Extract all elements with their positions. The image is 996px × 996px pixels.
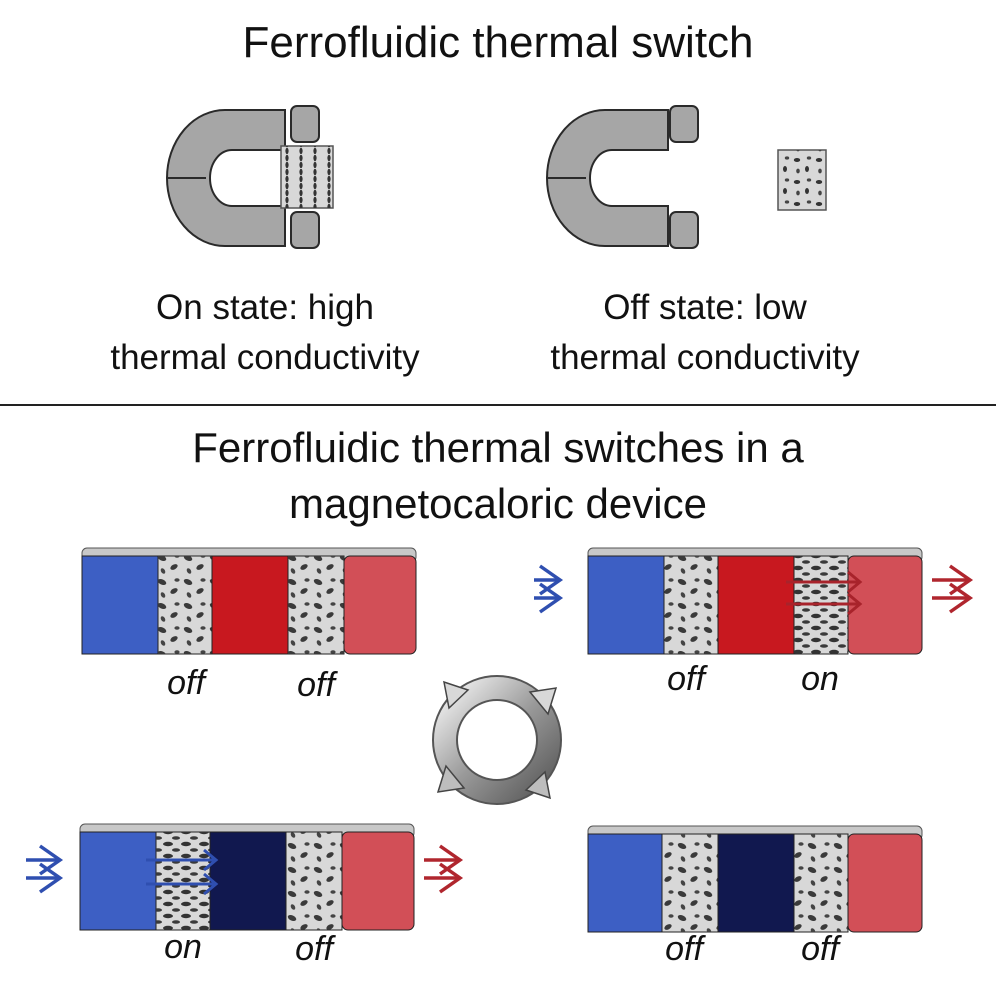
off-state-line2: thermal conductivity: [550, 338, 860, 377]
device-title: Ferrofluidic thermal switches in a magne…: [0, 420, 996, 532]
device-panel-3: [79, 823, 415, 931]
off-state-line1: Off state: low: [603, 288, 807, 327]
on-state-line1: On state: high: [156, 288, 374, 327]
cycle-arrows-icon: [432, 675, 562, 805]
panel-3-label-1: on: [164, 928, 202, 966]
device-panel-1: [81, 547, 417, 655]
device-panel-4: [587, 825, 923, 933]
heat-flow-arrow-icon: [786, 570, 863, 616]
heat-flow-arrow-icon: [534, 564, 564, 614]
page-title: Ferrofluidic thermal switch: [242, 18, 754, 67]
panel-2-label-2: on: [801, 660, 839, 698]
off-state-caption: Off state: low thermal conductivity: [520, 283, 890, 383]
section-divider: [0, 404, 996, 406]
heat-flow-arrow-icon: [424, 844, 464, 894]
panel-4-label-2: off: [801, 930, 839, 968]
device-title-line1: Ferrofluidic thermal switches in a: [192, 424, 804, 471]
device-title-line2: magnetocaloric device: [289, 480, 707, 527]
on-state-caption: On state: high thermal conductivity: [80, 283, 450, 383]
panel-1-label-1: off: [167, 664, 205, 702]
on-state-line2: thermal conductivity: [110, 338, 420, 377]
ferrofluid-cell-icon: [280, 145, 334, 209]
heat-flow-arrow-icon: [26, 844, 64, 894]
horseshoe-magnet-icon: [166, 105, 320, 249]
device-panel-2: [587, 547, 923, 655]
heat-flow-arrow-icon: [146, 848, 219, 896]
ferrofluid-cell-icon: [777, 149, 827, 211]
panel-4-label-1: off: [665, 930, 703, 968]
panel-3-label-2: off: [295, 930, 333, 968]
panel-1-label-2: off: [297, 666, 335, 704]
panel-2-label-1: off: [667, 660, 705, 698]
horseshoe-magnet-icon: [546, 105, 699, 249]
heat-flow-arrow-icon: [932, 564, 974, 614]
